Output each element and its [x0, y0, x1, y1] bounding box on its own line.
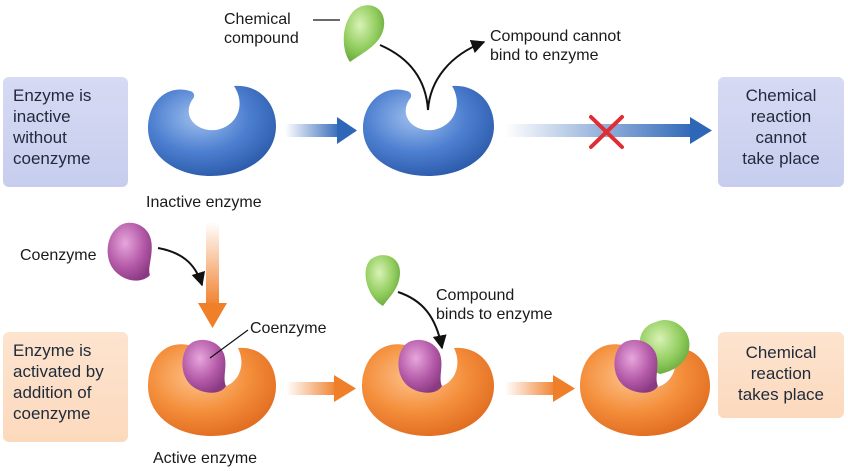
- blue-arrow-head-1: [337, 117, 357, 144]
- activated-box-line-2: activated by: [13, 362, 104, 381]
- reaction-line-1: Chemical: [745, 343, 817, 362]
- inactive-enzyme-shape-2: [363, 85, 494, 176]
- blocked-x-icon: [589, 115, 624, 149]
- activated-description-box: Enzyme is activated by addition of coenz…: [3, 332, 128, 442]
- no-reaction-line-4: take place: [742, 149, 820, 168]
- orange-arrow-head-2: [553, 375, 575, 402]
- reaction-box: Chemical reaction takes place: [718, 332, 844, 418]
- binds-label: Compound binds to enzyme: [436, 286, 553, 324]
- bounce-arc-arrow: [427, 39, 486, 111]
- reaction-line-3: takes place: [738, 385, 824, 404]
- blue-arrow-head-2: [690, 117, 712, 144]
- orange-arrow-shaft-down: [206, 222, 219, 307]
- reaction-line-2: reaction: [750, 364, 812, 383]
- activated-box-line-1: Enzyme is: [13, 341, 92, 360]
- compound-shape-approaching: [365, 255, 400, 306]
- chemical-compound-shape: [343, 5, 385, 62]
- inactive-box-line-4: coenzyme: [13, 149, 91, 168]
- orange-arrow-shaft-2: [505, 382, 557, 395]
- bound-coenzyme-shape-2: [398, 339, 442, 393]
- coenzyme-pointer-line: [209, 329, 249, 359]
- approach-arc-arrow: [379, 44, 429, 111]
- coenzyme-label-pointer: Coenzyme: [250, 320, 327, 337]
- active-enzyme-caption: Active enzyme: [153, 450, 258, 467]
- bound-coenzyme-shape-1: [182, 339, 226, 393]
- orange-arrow-head-1: [334, 375, 356, 402]
- coenzyme-shape-floating: [107, 222, 152, 281]
- bound-coenzyme-shape-3: [614, 339, 658, 393]
- compound-label: Chemical compound: [224, 10, 299, 48]
- inactive-box-line-2: inactive: [13, 107, 71, 126]
- binds-line-2: binds to enzyme: [436, 306, 553, 323]
- coenzyme-arc-arrow: [157, 247, 206, 287]
- blue-arrow-shaft-2: [505, 124, 695, 137]
- no-reaction-line-1: Chemical: [745, 86, 817, 105]
- orange-arrow-head-down: [198, 303, 227, 328]
- inactive-box-line-1: Enzyme is: [13, 86, 92, 105]
- compound-label-line-2: compound: [224, 30, 299, 47]
- binding-arc-arrow: [397, 291, 447, 350]
- activated-box-line-3: addition of: [13, 383, 92, 402]
- activated-box-line-4: coenzyme: [13, 404, 91, 423]
- inactive-enzyme-shape: [148, 85, 276, 176]
- no-reaction-line-3: cannot: [755, 128, 807, 147]
- binds-line-1: Compound: [436, 287, 515, 304]
- no-reaction-box: Chemical reaction cannot take place: [718, 77, 844, 187]
- blue-arrow-shaft-1: [285, 124, 341, 137]
- inactive-description-box: Enzyme is inactive without coenzyme: [3, 77, 128, 187]
- orange-arrow-shaft-1: [286, 382, 338, 395]
- inactive-box-line-3: without: [13, 128, 67, 147]
- cannot-bind-label: Compound cannot bind to enzyme: [490, 27, 621, 65]
- cannot-bind-line-2: bind to enzyme: [490, 47, 599, 64]
- coenzyme-label-left: Coenzyme: [20, 247, 97, 264]
- no-reaction-line-2: reaction: [750, 107, 812, 126]
- compound-label-line-1: Chemical: [224, 11, 291, 28]
- inactive-enzyme-caption: Inactive enzyme: [146, 194, 262, 211]
- cannot-bind-line-1: Compound cannot: [490, 28, 621, 45]
